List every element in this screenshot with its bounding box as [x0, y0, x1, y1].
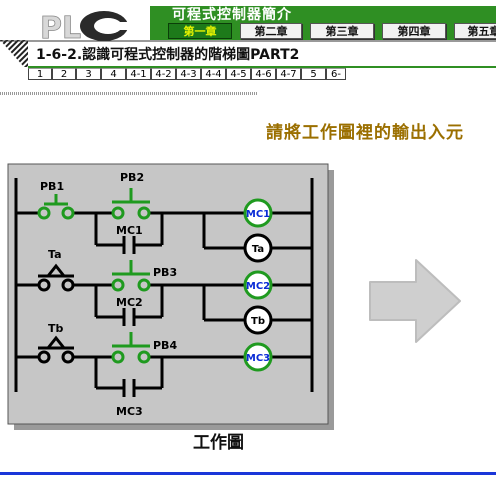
label-pb4: PB4 — [153, 339, 177, 352]
coil-label-mc3: MC3 — [246, 353, 270, 364]
chapter-tab-4[interactable]: 第四章 — [382, 23, 446, 39]
pb2-contact — [111, 188, 151, 220]
section-tab-4-6[interactable]: 4-6 — [251, 68, 276, 80]
ta-coil — [243, 233, 273, 263]
section-tabs: 1 2 3 4 4-1 4-2 4-3 4-4 4-5 4-6 4-7 5 6- — [28, 68, 346, 80]
section-tab-1[interactable]: 1 — [28, 68, 52, 80]
subtitle-band — [0, 40, 496, 68]
label-ta: Ta — [48, 248, 62, 261]
mc2-coil — [243, 270, 273, 300]
label-pb3: PB3 — [153, 266, 177, 279]
mc1-coil — [243, 198, 273, 228]
label-mc2: MC2 — [116, 296, 143, 309]
header: PLC 可程式控制器簡介 第一章 第二章 第三章 第四章 第五章 1-6-2.認… — [0, 0, 496, 80]
dotted-divider — [0, 92, 258, 95]
coil-label-ta: Ta — [252, 244, 264, 255]
chapter-tab-3[interactable]: 第三章 — [310, 23, 374, 39]
section-tab-4-7[interactable]: 4-7 — [276, 68, 301, 80]
plc-logo: PLC — [40, 11, 130, 44]
coil-label-mc1: MC1 — [246, 209, 270, 220]
label-mc3: MC3 — [116, 405, 143, 418]
label-pb2: PB2 — [120, 171, 144, 184]
tb-coil — [243, 305, 273, 335]
page-subtitle: 1-6-2.認識可程式控制器的階梯圖PART2 — [36, 47, 300, 63]
ta-contact — [37, 263, 75, 292]
right-arrow-icon[interactable] — [366, 258, 462, 344]
section-tab-5[interactable]: 5 — [301, 68, 326, 80]
section-tab-3[interactable]: 3 — [76, 68, 101, 80]
pb1-contact — [37, 194, 75, 220]
tb-contact — [37, 335, 75, 364]
instruction-text: 請將工作圖裡的輸出入元 — [266, 123, 464, 143]
chapter-tab-2[interactable]: 第二章 — [240, 23, 302, 39]
pb4-contact — [111, 332, 151, 364]
chapter-tab-1[interactable]: 第一章 — [168, 23, 232, 39]
label-mc1: MC1 — [116, 224, 143, 237]
label-pb1: PB1 — [40, 180, 64, 193]
coil-label-tb: Tb — [251, 316, 265, 327]
coil-label-mc2: MC2 — [246, 281, 270, 292]
mc3-coil — [243, 342, 273, 372]
label-tb: Tb — [48, 322, 64, 335]
diagram-caption: 工作圖 — [193, 433, 244, 453]
pb3-contact — [111, 260, 151, 292]
section-tab-4-5[interactable]: 4-5 — [226, 68, 251, 80]
chapter-tab-5[interactable]: 第五章 — [454, 23, 496, 39]
bottom-divider — [0, 472, 496, 475]
section-tab-4-1[interactable]: 4-1 — [126, 68, 151, 80]
section-tab-6[interactable]: 6- — [326, 68, 346, 80]
section-tab-4-2[interactable]: 4-2 — [151, 68, 176, 80]
ladder-diagram: PB1 PB2 MC1 Ta PB3 MC2 Tb PB4 MC3 MC1 Ta… — [7, 163, 334, 430]
course-title: 可程式控制器簡介 — [172, 7, 292, 23]
section-tab-2[interactable]: 2 — [52, 68, 76, 80]
section-tab-4-4[interactable]: 4-4 — [201, 68, 226, 80]
section-tab-4[interactable]: 4 — [101, 68, 126, 80]
section-tab-4-3[interactable]: 4-3 — [176, 68, 201, 80]
